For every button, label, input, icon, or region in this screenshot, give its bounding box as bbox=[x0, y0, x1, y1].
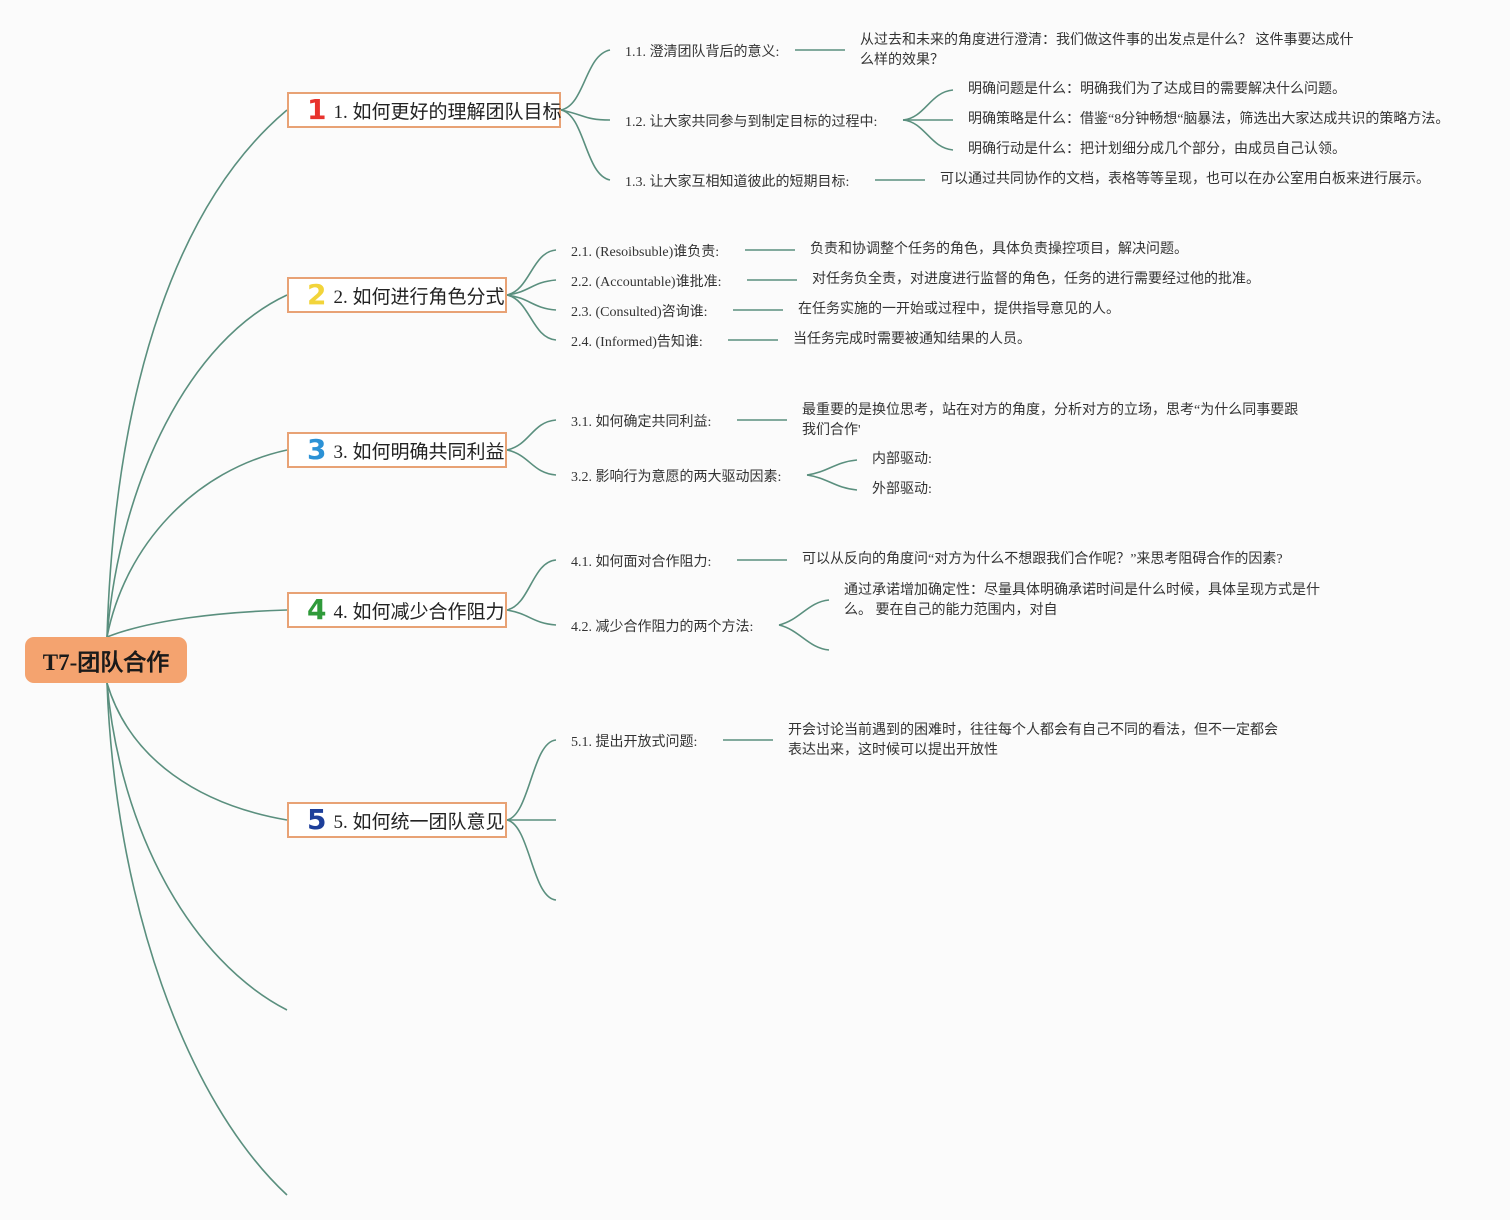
number-2-icon: 2 bbox=[307, 278, 327, 311]
link-t2-s2 bbox=[506, 279, 557, 296]
leaf-1-2-3[interactable]: 明确行动是什么：把计划细分成几个部分，由成员自己认领。 bbox=[968, 142, 1346, 157]
link-t1-s1 bbox=[560, 49, 611, 111]
link-t4-s2-l1 bbox=[778, 599, 830, 626]
topic-1-label: 1. 如何更好的理解团队目标 bbox=[333, 101, 562, 123]
root-topic-label: T7-团队合作 bbox=[42, 650, 170, 675]
link-t3-s2-l1 bbox=[806, 459, 858, 476]
root-topic[interactable]: T7-团队合作 bbox=[25, 637, 187, 683]
leaf-3-1[interactable]: 最重要的是换位思考，站在对方的角度，分析对方的立场，思考“为什么同事要跟我们合作… bbox=[802, 403, 1299, 438]
topic-3-label: 3. 如何明确共同利益 bbox=[333, 441, 505, 463]
link-root-t1 bbox=[106, 109, 288, 638]
link-t5-s3 bbox=[506, 819, 557, 901]
link-t2-s4 bbox=[506, 294, 557, 341]
subtopic-1-3[interactable]: 1.3. 让大家互相知道彼此的短期目标: bbox=[625, 175, 850, 190]
link-t4-s2 bbox=[506, 609, 557, 626]
number-4-icon: 4 bbox=[307, 593, 327, 626]
link-root-t2 bbox=[106, 294, 288, 638]
leaf-4-2[interactable]: 通过承诺增加确定性：尽量具体明确承诺时间是什么时候，具体呈现方式是什么。 要在自… bbox=[844, 583, 1320, 618]
subtopic-2-1[interactable]: 2.1. (Resoibsuble)谁负责: bbox=[571, 245, 720, 260]
link-t3-s2-l2 bbox=[806, 474, 858, 491]
leaf-3-2-2[interactable]: 外部驱动: bbox=[872, 482, 932, 497]
link-t3-s2 bbox=[506, 449, 557, 476]
link-t4-s2-l2 bbox=[778, 624, 830, 651]
leaf-1-1[interactable]: 从过去和未来的角度进行澄清：我们做这件事的出发点是什么？ 这件事要达成什么样的效… bbox=[860, 33, 1354, 68]
subtopic-2-4[interactable]: 2.4. (Informed)告知谁: bbox=[571, 335, 703, 350]
topic-3[interactable]: 3 3. 如何明确共同利益 bbox=[287, 432, 507, 468]
subtopic-3-2[interactable]: 3.2. 影响行为意愿的两大驱动因素: bbox=[571, 470, 782, 485]
leaf-2-2[interactable]: 对任务负全责，对进度进行监督的角色，任务的进行需要经过他的批准。 bbox=[812, 272, 1260, 287]
subtopic-2-3[interactable]: 2.3. (Consulted)咨询谁: bbox=[571, 305, 708, 320]
leaf-1-3[interactable]: 可以通过共同协作的文档，表格等等呈现，也可以在办公室用白板来进行展示。 bbox=[940, 172, 1430, 187]
link-t1-s2 bbox=[560, 109, 611, 121]
leaf-4-1[interactable]: 可以从反向的角度问“对方为什么不想跟我们合作呢？”来思考阻碍合作的因素? bbox=[802, 552, 1283, 567]
link-root-empty-1 bbox=[106, 682, 288, 1011]
leaf-1-2-1[interactable]: 明确问题是什么：明确我们为了达成目的需要解决什么问题。 bbox=[968, 82, 1346, 97]
topic-5[interactable]: 5 5. 如何统一团队意见 bbox=[287, 802, 507, 838]
leaf-2-3[interactable]: 在任务实施的一开始或过程中，提供指导意见的人。 bbox=[798, 302, 1120, 317]
number-3-icon: 3 bbox=[307, 433, 327, 466]
subtopic-1-2[interactable]: 1.2. 让大家共同参与到制定目标的过程中: bbox=[625, 115, 878, 130]
subtopic-2-2[interactable]: 2.2. (Accountable)谁批准: bbox=[571, 275, 722, 290]
leaf-5-1[interactable]: 开会讨论当前遇到的困难时，往往每个人都会有自己不同的看法，但不一定都会表达出来，… bbox=[788, 723, 1278, 758]
link-t4-s1 bbox=[506, 559, 557, 611]
subtopic-4-1[interactable]: 4.1. 如何面对合作阻力: bbox=[571, 555, 712, 570]
topic-4-label: 4. 如何减少合作阻力 bbox=[333, 601, 505, 623]
subtopic-5-1[interactable]: 5.1. 提出开放式问题: bbox=[571, 735, 698, 750]
link-root-empty-2 bbox=[106, 682, 288, 1196]
subtopic-4-2[interactable]: 4.2. 减少合作阻力的两个方法: bbox=[571, 620, 754, 635]
number-5-icon: 5 bbox=[307, 803, 327, 836]
topic-4[interactable]: 4 4. 如何减少合作阻力 bbox=[287, 592, 507, 628]
leaf-1-2-2[interactable]: 明确策略是什么：借鉴“8分钟畅想“脑暴法，筛选出大家达成共识的策略方法。 bbox=[968, 112, 1450, 127]
topic-2-label: 2. 如何进行角色分式 bbox=[333, 286, 505, 308]
link-root-t3 bbox=[106, 449, 288, 638]
link-root-t4 bbox=[106, 609, 288, 638]
link-t3-s1 bbox=[506, 419, 557, 451]
subtopic-1-1[interactable]: 1.1. 澄清团队背后的意义: bbox=[625, 45, 780, 60]
link-t5-s1 bbox=[506, 739, 557, 821]
link-root-t5 bbox=[106, 682, 288, 821]
link-t1-s2-l3 bbox=[902, 119, 954, 151]
number-1-icon: 1 bbox=[307, 93, 327, 126]
leaf-2-4[interactable]: 当任务完成时需要被通知结果的人员。 bbox=[793, 332, 1031, 347]
subtopic-3-1[interactable]: 3.1. 如何确定共同利益: bbox=[571, 415, 712, 430]
topic-2[interactable]: 2 2. 如何进行角色分式 bbox=[287, 277, 507, 313]
leaf-3-2-1[interactable]: 内部驱动: bbox=[872, 452, 932, 467]
link-t1-s2-l1 bbox=[902, 89, 954, 121]
leaf-2-1[interactable]: 负责和协调整个任务的角色，具体负责操控项目，解决问题。 bbox=[810, 242, 1188, 257]
topic-5-label: 5. 如何统一团队意见 bbox=[333, 811, 505, 833]
link-t2-s1 bbox=[506, 249, 557, 296]
link-t1-s3 bbox=[560, 109, 611, 181]
topic-1[interactable]: 1 1. 如何更好的理解团队目标 bbox=[287, 92, 562, 128]
